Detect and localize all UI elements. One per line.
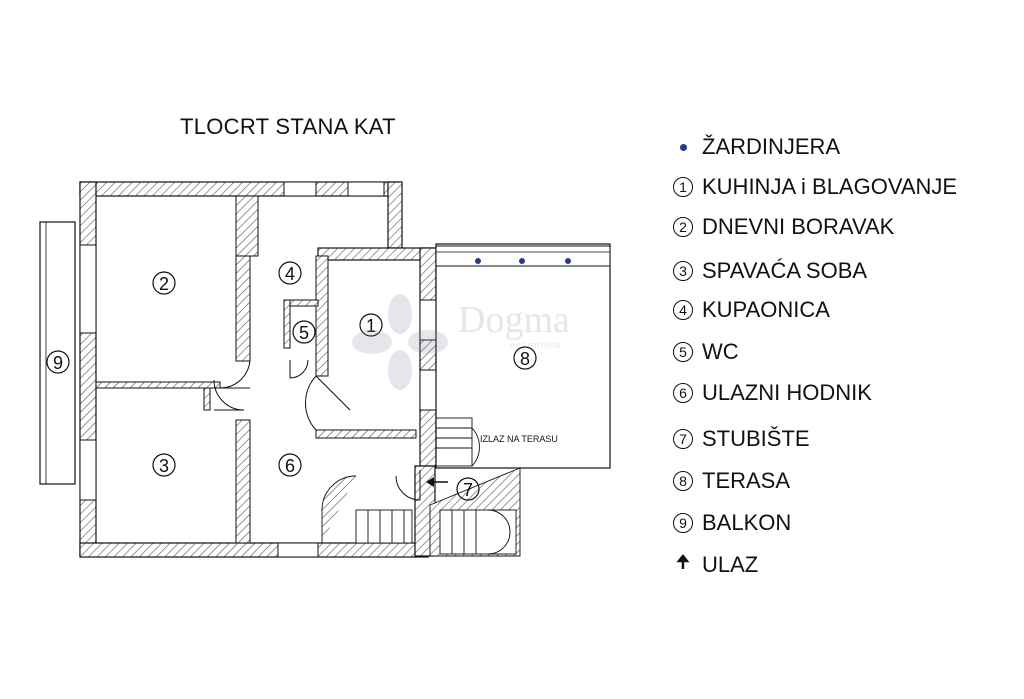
legend-label: BALKON [702, 510, 792, 535]
svg-text:3: 3 [159, 456, 169, 476]
room-label-2: 2 [152, 271, 176, 295]
windows [79, 181, 437, 558]
svg-text:5: 5 [299, 323, 309, 343]
legend-number: 5 [673, 342, 693, 362]
legend-number: 9 [673, 513, 693, 533]
svg-text:1: 1 [366, 316, 376, 336]
entry-arrow [426, 477, 448, 487]
planter-dot-icon [668, 143, 698, 151]
legend-number: 1 [673, 177, 693, 197]
room-label-7: 7 [456, 477, 480, 501]
legend-item-4: 4 KUPAONICA [668, 295, 830, 325]
legend-label: WC [702, 339, 739, 364]
legend-item-7: 7 STUBIŠTE [668, 424, 810, 454]
legend-label: TERASA [702, 468, 791, 493]
legend-label: ULAZ [702, 552, 759, 577]
plan-title: TLOCRT STANA KAT [180, 114, 396, 139]
room-label-5: 5 [292, 320, 316, 344]
planter-dot [519, 258, 525, 264]
interior-walls [95, 195, 417, 544]
planter-dot [475, 258, 481, 264]
legend-number: 4 [673, 300, 693, 320]
exit-terrace-label: IZLAZ NA TERASU [480, 434, 558, 444]
legend-number: 6 [673, 383, 693, 403]
legend-label: DNEVNI BORAVAK [702, 214, 895, 239]
stairs-7 [429, 467, 521, 557]
arrow-up-icon: 🠉 [675, 552, 691, 572]
legend-number: 7 [673, 429, 693, 449]
svg-text:8: 8 [520, 349, 530, 369]
legend-label: SPAVAĆA SOBA [702, 258, 868, 283]
doors [203, 357, 421, 501]
terrace-area [435, 243, 611, 469]
svg-text:9: 9 [53, 353, 63, 373]
legend-item-6: 6 ULAZNI HODNIK [668, 378, 872, 408]
legend-item-8: 8 TERASA [668, 466, 790, 496]
legend-item-9: 9 BALKON [668, 508, 791, 538]
legend-label: KUHINJA i BLAGOVANJE [702, 174, 958, 199]
legend-number: 2 [673, 217, 693, 237]
legend-label: ULAZNI HODNIK [702, 380, 872, 405]
svg-text:4: 4 [285, 264, 295, 284]
svg-text:7: 7 [463, 480, 473, 500]
room-label-1: 1 [359, 313, 383, 337]
room-label-3: 3 [152, 453, 176, 477]
svg-text:2: 2 [159, 274, 169, 294]
stairs-hall [321, 475, 413, 544]
legend-item-entry: 🠉 ULAZ [668, 550, 759, 580]
room-label-9: 9 [46, 350, 70, 374]
legend-item-planter: ŽARDINJERA [668, 132, 840, 162]
legend-item-5: 5 WC [668, 337, 739, 367]
legend-number: 3 [673, 261, 693, 281]
room-label-4: 4 [278, 261, 302, 285]
legend-number: 8 [673, 471, 693, 491]
planter-dot [565, 258, 571, 264]
legend-label: STUBIŠTE [702, 426, 810, 451]
legend-item-1: 1 KUHINJA i BLAGOVANJE [668, 172, 957, 202]
legend-label: KUPAONICA [702, 297, 830, 322]
legend-label: ŽARDINJERA [702, 134, 841, 159]
room-label-8: 8 [513, 346, 537, 370]
stairs-terrace [435, 417, 480, 467]
room-label-6: 6 [278, 453, 302, 477]
legend-item-2: 2 DNEVNI BORAVAK [668, 212, 894, 242]
room-labels: 2 4 5 1 8 9 3 6 7 [46, 261, 537, 501]
legend-item-3: 3 SPAVAĆA SOBA [668, 256, 867, 286]
svg-text:6: 6 [285, 456, 295, 476]
